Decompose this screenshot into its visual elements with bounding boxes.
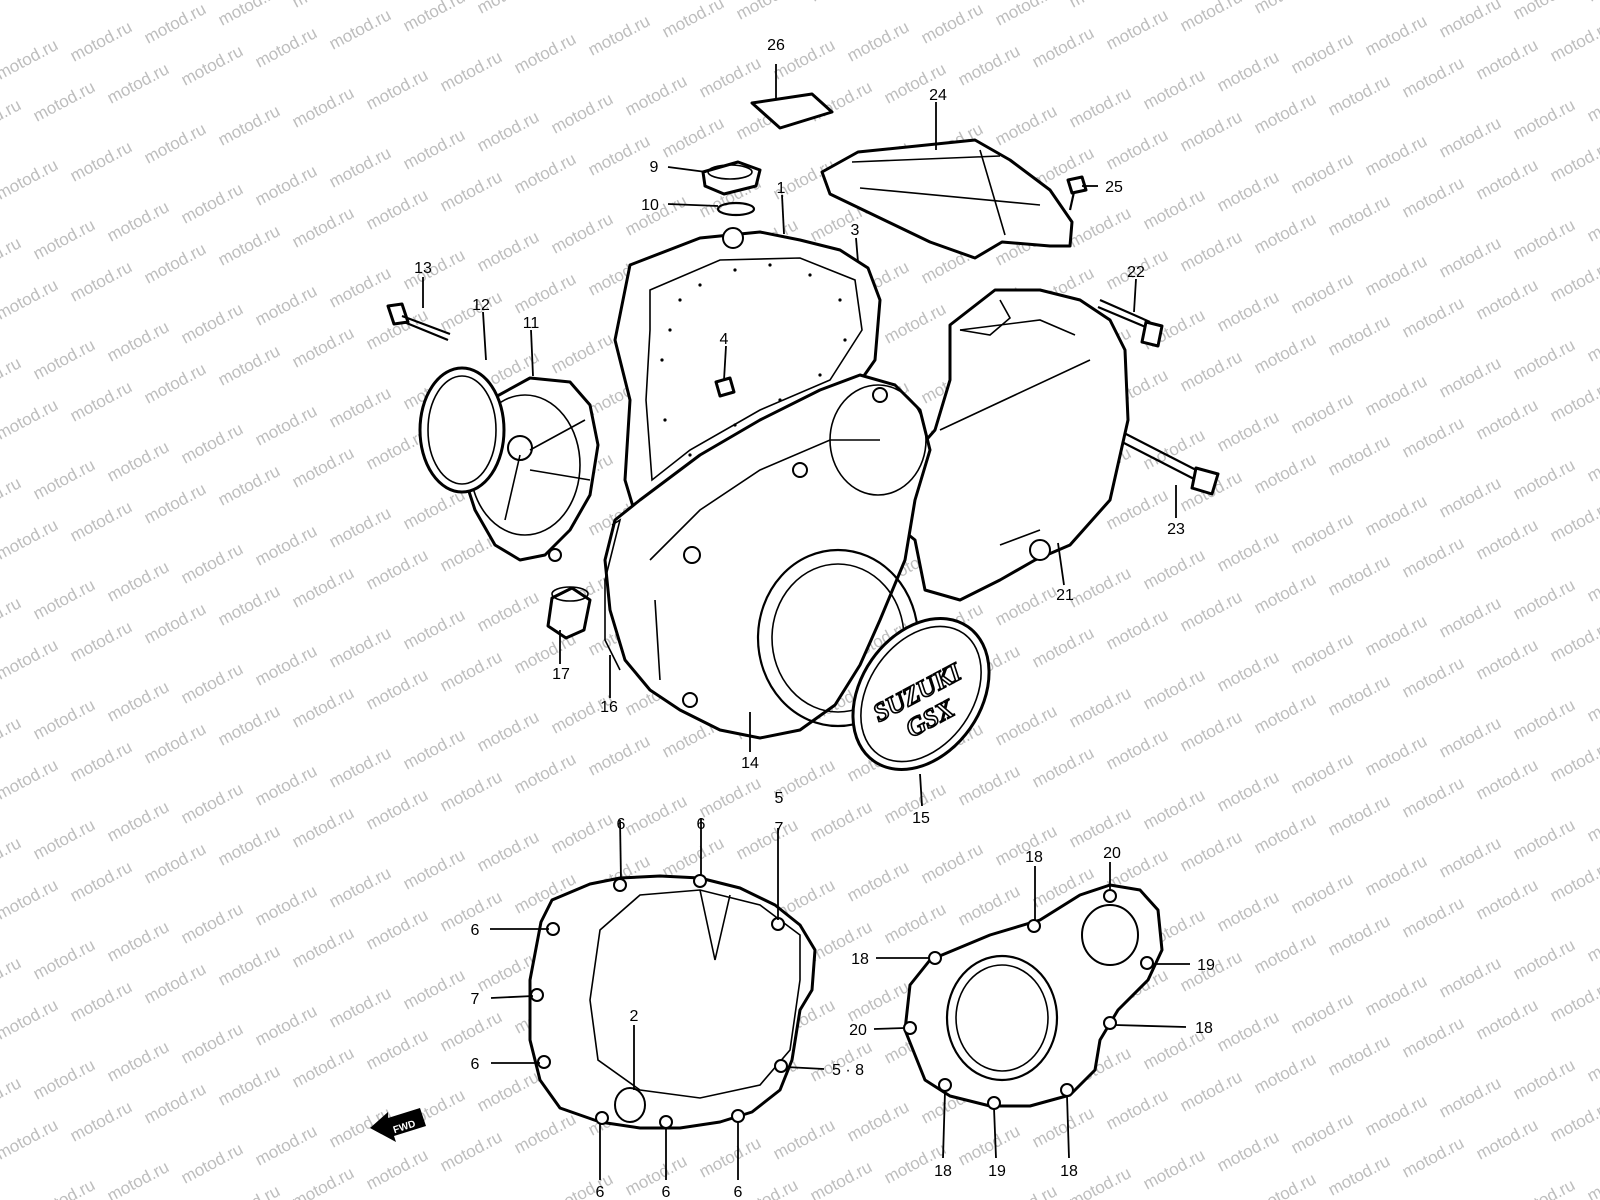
callout-19-bottom: 19 xyxy=(988,1163,1006,1180)
callout-4: 4 xyxy=(720,331,729,348)
part-10-o-ring xyxy=(716,201,756,217)
callout-numbers: 26 24 9 10 1 25 3 13 22 12 11 4 23 21 17… xyxy=(414,37,1215,1200)
part-17-bushing xyxy=(546,586,592,640)
callout-26: 26 xyxy=(767,37,785,54)
part-9-filler-cap xyxy=(701,160,762,196)
callout-17: 17 xyxy=(552,666,570,683)
callout-6-bottom-c: 6 xyxy=(734,1184,743,1200)
callout-16: 16 xyxy=(600,699,618,716)
callout-12: 12 xyxy=(472,297,490,314)
callout-23: 23 xyxy=(1167,521,1185,538)
callout-2: 2 xyxy=(630,1008,639,1025)
part-22-bolt xyxy=(1097,298,1164,348)
part-4-dowel xyxy=(714,376,736,398)
callout-7-left: 7 xyxy=(471,991,480,1008)
callout-22: 22 xyxy=(1127,264,1145,281)
part-25-bolt xyxy=(1066,175,1088,211)
callout-3: 3 xyxy=(851,222,860,239)
callout-5-8: 5 · 8 xyxy=(832,1062,864,1079)
callout-7-top: 7 xyxy=(775,820,784,837)
part-15-emblem: SUZUKI GSX xyxy=(851,617,991,771)
lower-right-gasket xyxy=(903,883,1164,1110)
part-14-clutch-cover xyxy=(603,373,932,740)
callout-25: 25 xyxy=(1105,179,1123,196)
callout-6-left-lower: 6 xyxy=(471,1056,480,1073)
part-12-gasket-ring xyxy=(418,366,506,494)
part-13-bolt xyxy=(386,302,451,342)
callout-18-bottom-b: 18 xyxy=(1060,1163,1078,1180)
lower-left-gasket xyxy=(528,874,817,1130)
part-23-bolt xyxy=(1121,433,1220,496)
callout-9: 9 xyxy=(650,159,659,176)
part-26-plate xyxy=(750,92,834,130)
callout-20-top: 20 xyxy=(1103,845,1121,862)
callout-6-left-upper: 6 xyxy=(471,922,480,939)
callout-18-left: 18 xyxy=(851,951,869,968)
callout-24: 24 xyxy=(929,87,947,104)
callout-13: 13 xyxy=(414,260,432,277)
callout-20-left: 20 xyxy=(849,1022,867,1039)
leader-lines xyxy=(422,64,1190,1180)
callout-10: 10 xyxy=(641,197,659,214)
part-16-gasket xyxy=(604,518,622,671)
callout-11: 11 xyxy=(523,315,540,332)
callout-6-bottom-a: 6 xyxy=(596,1184,605,1200)
callout-18-top: 18 xyxy=(1025,849,1043,866)
callout-21: 21 xyxy=(1056,587,1074,604)
callout-6-top-left: 6 xyxy=(617,816,626,833)
callout-14: 14 xyxy=(741,755,759,772)
callout-6-bottom-b: 6 xyxy=(662,1184,671,1200)
callout-5: 5 xyxy=(775,790,784,807)
callout-18-bottom-a: 18 xyxy=(934,1163,952,1180)
callout-1: 1 xyxy=(777,180,786,197)
callout-19-right: 19 xyxy=(1197,957,1215,974)
callout-6-top-mid: 6 xyxy=(697,816,706,833)
callout-15: 15 xyxy=(912,810,930,827)
fwd-arrow-icon: FWD xyxy=(370,1108,426,1142)
part-24-cover-plate xyxy=(820,138,1074,260)
callout-18-right: 18 xyxy=(1195,1020,1213,1037)
